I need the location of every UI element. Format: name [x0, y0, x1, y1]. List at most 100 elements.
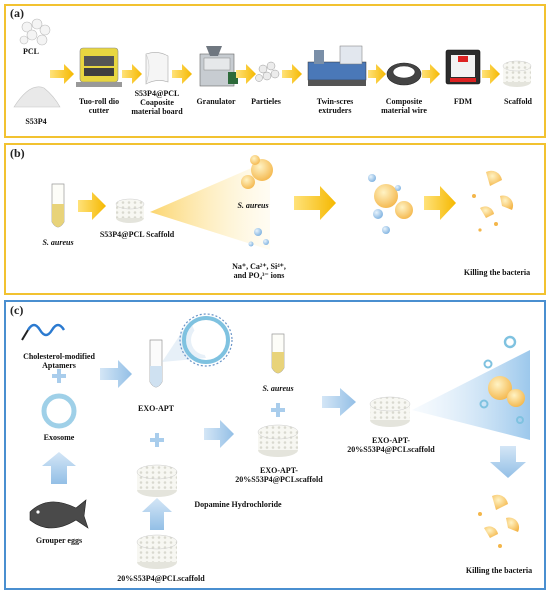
- panel-b: [4, 143, 546, 295]
- arrow-icon: [204, 420, 234, 448]
- arrow-icon: [236, 64, 256, 84]
- pcl-label: PCL: [23, 47, 39, 56]
- two-roll-cutter-label: Tuo-roll dio cutter: [70, 97, 128, 115]
- dopamine-label: Dopamine Hydrochloride: [194, 500, 282, 509]
- release-cone: [150, 160, 270, 250]
- s-aureus-left-label: S. aureus: [42, 238, 74, 247]
- exo-scaffold-mid-line-1: EXO-APT-: [260, 466, 298, 475]
- particles-label: Partieles: [251, 97, 281, 106]
- twin-line-1: Twin-scres: [316, 97, 354, 106]
- arrow-icon: [294, 186, 336, 220]
- s-aureus-mid-label: S. aureus: [237, 201, 269, 210]
- two-roll-cutter-icon: [76, 47, 122, 87]
- arrow-icon: [282, 64, 302, 84]
- wire-line-2: material wire: [381, 106, 427, 115]
- s-aureus-c-label: S. aureus: [262, 384, 294, 393]
- broken-bacteria-icon: [472, 170, 514, 232]
- panel-a-tag: (a): [10, 6, 24, 20]
- pcl-pellets-icon: [19, 18, 51, 46]
- arrow-icon: [368, 64, 386, 84]
- up-arrow-icon: [142, 498, 172, 530]
- twin-screw-extruder-icon: [307, 45, 367, 86]
- arrow-icon: [172, 64, 192, 84]
- exo-apt-scaffold-right-icon: [369, 396, 411, 427]
- ions-label: Na⁺, Ca²⁺, Si⁴⁺, and PO₄³⁻ ions: [216, 262, 302, 280]
- arrow-icon: [100, 360, 132, 388]
- exo-scaffold-right-line-2: 20%S53P4@PCLscaffold: [347, 445, 435, 454]
- scaffold-label: Scaffold: [504, 97, 532, 106]
- composite-board-label: S53P4@PCL Coaposite material board: [128, 89, 186, 116]
- granulator-label: Granulator: [196, 97, 236, 106]
- killing-c-label: Killing the bacteria: [465, 566, 533, 575]
- composite-board-icon: [145, 52, 169, 85]
- ion-bubbles-icon: [248, 228, 269, 247]
- granulator-icon: [199, 46, 238, 87]
- panel-c-tag: (c): [10, 303, 24, 317]
- twin-line-2: extruders: [318, 106, 352, 115]
- bacteria-icon: [241, 155, 273, 189]
- two-roll-line-1: Tuo-roll dio: [78, 97, 120, 106]
- scaffold-20-label: 20%S53P4@PCLscaffold: [117, 574, 205, 583]
- broken-bacteria-icon: [478, 494, 520, 548]
- board-line-2: Coaposite: [140, 98, 174, 107]
- arrow-icon: [422, 64, 440, 84]
- up-arrow-icon: [42, 452, 76, 484]
- fdm-label: FDM: [453, 97, 473, 106]
- exosome-label: Exosome: [43, 433, 75, 442]
- exo-apt-label: EXO-APT: [138, 404, 174, 413]
- exo-apt-scaffold-icon: [257, 424, 299, 457]
- killing-b-label: Killing the bacteria: [463, 268, 531, 277]
- bacteria-exosome-icon: [479, 335, 525, 424]
- exosome-icon: [41, 393, 77, 429]
- s53p4-label: S53P4: [25, 117, 47, 126]
- scaffold-icon: [115, 198, 145, 223]
- scaffold-top-icon: [136, 464, 178, 497]
- composite-wire-icon: [386, 62, 422, 86]
- ions-line-1: Na⁺, Ca²⁺, Si⁴⁺,: [232, 262, 286, 271]
- test-tube-icon: [51, 183, 65, 228]
- ions-line-2: and PO₄³⁻ ions: [233, 271, 285, 280]
- s-aureus-tube-icon: [271, 333, 285, 374]
- grouper-label: Grouper eggs: [35, 536, 83, 545]
- scaffold-bottom-icon: [136, 534, 178, 569]
- arrow-icon: [482, 64, 500, 84]
- aptamers-line-2: Aptamers: [42, 361, 76, 370]
- composite-wire-label: Composite material wire: [372, 97, 436, 115]
- aptamer-icon: [21, 323, 66, 341]
- aptamers-line-1: Cholesterol-modified: [23, 352, 95, 361]
- s53p4-powder-icon: [13, 86, 61, 108]
- exo-apt-tube-icon: [149, 339, 163, 388]
- arrow-icon: [424, 186, 456, 220]
- plus-icon: [271, 403, 285, 417]
- panel-c: [4, 300, 546, 590]
- plus-icon: [52, 369, 66, 383]
- attacked-bacteria-icon: [368, 174, 413, 234]
- two-roll-line-2: cutter: [88, 106, 110, 115]
- down-arrow-icon: [490, 446, 526, 478]
- exo-scaffold-right-line-1: EXO-APT-: [372, 436, 410, 445]
- arrow-icon: [322, 388, 356, 416]
- exo-apt-scaffold-mid-label: EXO-APT- 20%S53P4@PCLscaffold: [226, 466, 332, 484]
- wire-line-1: Composite: [385, 97, 423, 106]
- board-line-1: S53P4@PCL: [134, 89, 180, 98]
- board-line-3: material board: [131, 107, 183, 116]
- arrow-icon: [122, 64, 142, 84]
- exo-scaffold-mid-line-2: 20%S53P4@PCLscaffold: [235, 475, 323, 484]
- fdm-printer-icon: [445, 49, 481, 85]
- release-cone-blue: [412, 350, 530, 440]
- panel-a: [4, 4, 546, 138]
- grouper-fish-icon: [29, 499, 89, 529]
- panel-b-tag: (b): [10, 146, 25, 160]
- plus-icon: [150, 433, 164, 447]
- scaffold-b-label: S53P4@PCL Scaffold: [99, 230, 175, 239]
- arrow-icon: [78, 192, 106, 220]
- arrow-icon: [50, 64, 74, 84]
- twin-screw-label: Twin-scres extruders: [304, 97, 366, 115]
- exo-apt-zoom-icon: [179, 313, 233, 367]
- aptamers-label: Cholesterol-modified Aptamers: [12, 352, 106, 370]
- scaffold-icon: [502, 60, 532, 87]
- particles-icon: [255, 61, 280, 82]
